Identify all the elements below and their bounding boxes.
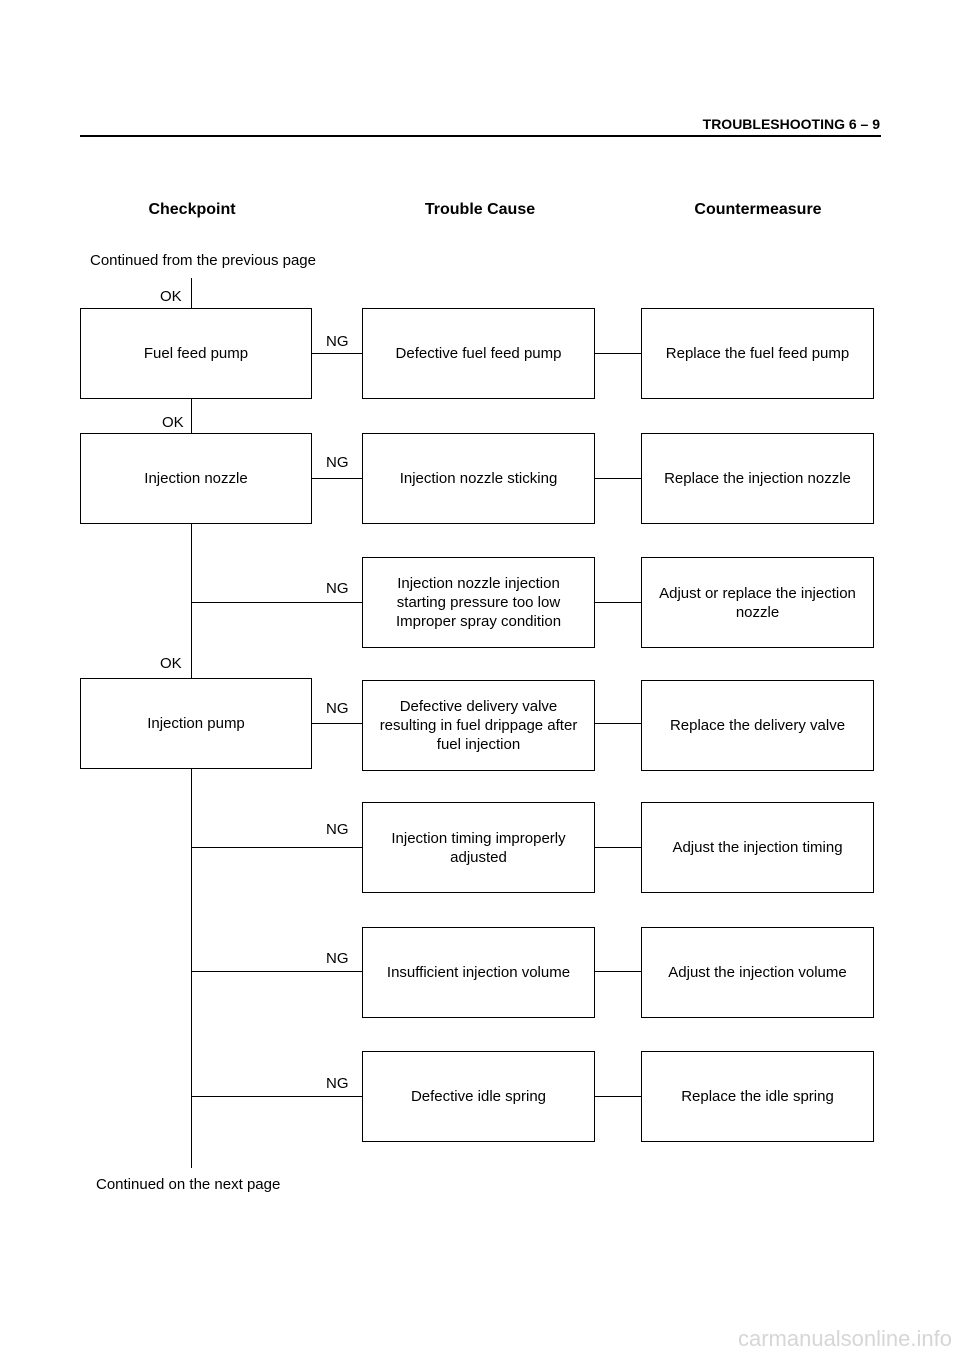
connector-line	[595, 478, 641, 479]
connector-line	[191, 398, 192, 433]
column-heading-trouble-cause: Trouble Cause	[424, 201, 536, 218]
header-rule	[80, 135, 881, 137]
connector-line	[595, 971, 641, 972]
column-heading-checkpoint: Checkpoint	[148, 201, 236, 218]
connector-line	[191, 602, 362, 603]
countermeasure-box: Replace the fuel feed pump	[641, 308, 874, 399]
connector-line	[595, 1096, 641, 1097]
ng-label: NG	[326, 700, 349, 717]
continued-from-note: Continued from the previous page	[90, 252, 316, 269]
ng-label: NG	[326, 333, 349, 350]
checkpoint-box-fuel-feed-pump: Fuel feed pump	[80, 308, 312, 399]
connector-line	[191, 971, 362, 972]
watermark: carmanualsonline.info	[737, 1326, 952, 1351]
connector-line	[312, 723, 362, 724]
connector-line	[191, 1096, 362, 1097]
ok-label: OK	[160, 655, 182, 672]
ng-label: NG	[326, 1075, 349, 1092]
cause-box: Injection timing improperly adjusted	[362, 802, 595, 893]
cause-box: Injection nozzle injection starting pres…	[362, 557, 595, 648]
ng-label: NG	[326, 454, 349, 471]
countermeasure-box: Replace the injection nozzle	[641, 433, 874, 524]
connector-line	[191, 847, 362, 848]
countermeasure-box: Adjust the injection timing	[641, 802, 874, 893]
countermeasure-box: Replace the idle spring	[641, 1051, 874, 1142]
cause-box: Insufficient injection volume	[362, 927, 595, 1018]
connector-line	[191, 278, 192, 308]
cause-box: Defective fuel feed pump	[362, 308, 595, 399]
cause-box: Defective idle spring	[362, 1051, 595, 1142]
connector-line	[191, 523, 192, 678]
page-header-title: TROUBLESHOOTING 6 – 9	[702, 116, 880, 132]
countermeasure-box: Replace the delivery valve	[641, 680, 874, 771]
ok-label: OK	[162, 414, 184, 431]
ng-label: NG	[326, 821, 349, 838]
connector-line	[312, 353, 362, 354]
column-heading-countermeasure: Countermeasure	[694, 201, 822, 218]
checkpoint-box-injection-nozzle: Injection nozzle	[80, 433, 312, 524]
ng-label: NG	[326, 580, 349, 597]
ok-label: OK	[160, 288, 182, 305]
cause-box: Injection nozzle sticking	[362, 433, 595, 524]
connector-line	[191, 768, 192, 1168]
connector-line	[595, 847, 641, 848]
connector-line	[595, 723, 641, 724]
countermeasure-box: Adjust the injection volume	[641, 927, 874, 1018]
ng-label: NG	[326, 950, 349, 967]
connector-line	[595, 602, 641, 603]
connector-line	[312, 478, 362, 479]
countermeasure-box: Adjust or replace the injection nozzle	[641, 557, 874, 648]
continued-on-note: Continued on the next page	[96, 1176, 281, 1193]
checkpoint-box-injection-pump: Injection pump	[80, 678, 312, 769]
cause-box: Defective delivery valve resulting in fu…	[362, 680, 595, 771]
connector-line	[595, 353, 641, 354]
